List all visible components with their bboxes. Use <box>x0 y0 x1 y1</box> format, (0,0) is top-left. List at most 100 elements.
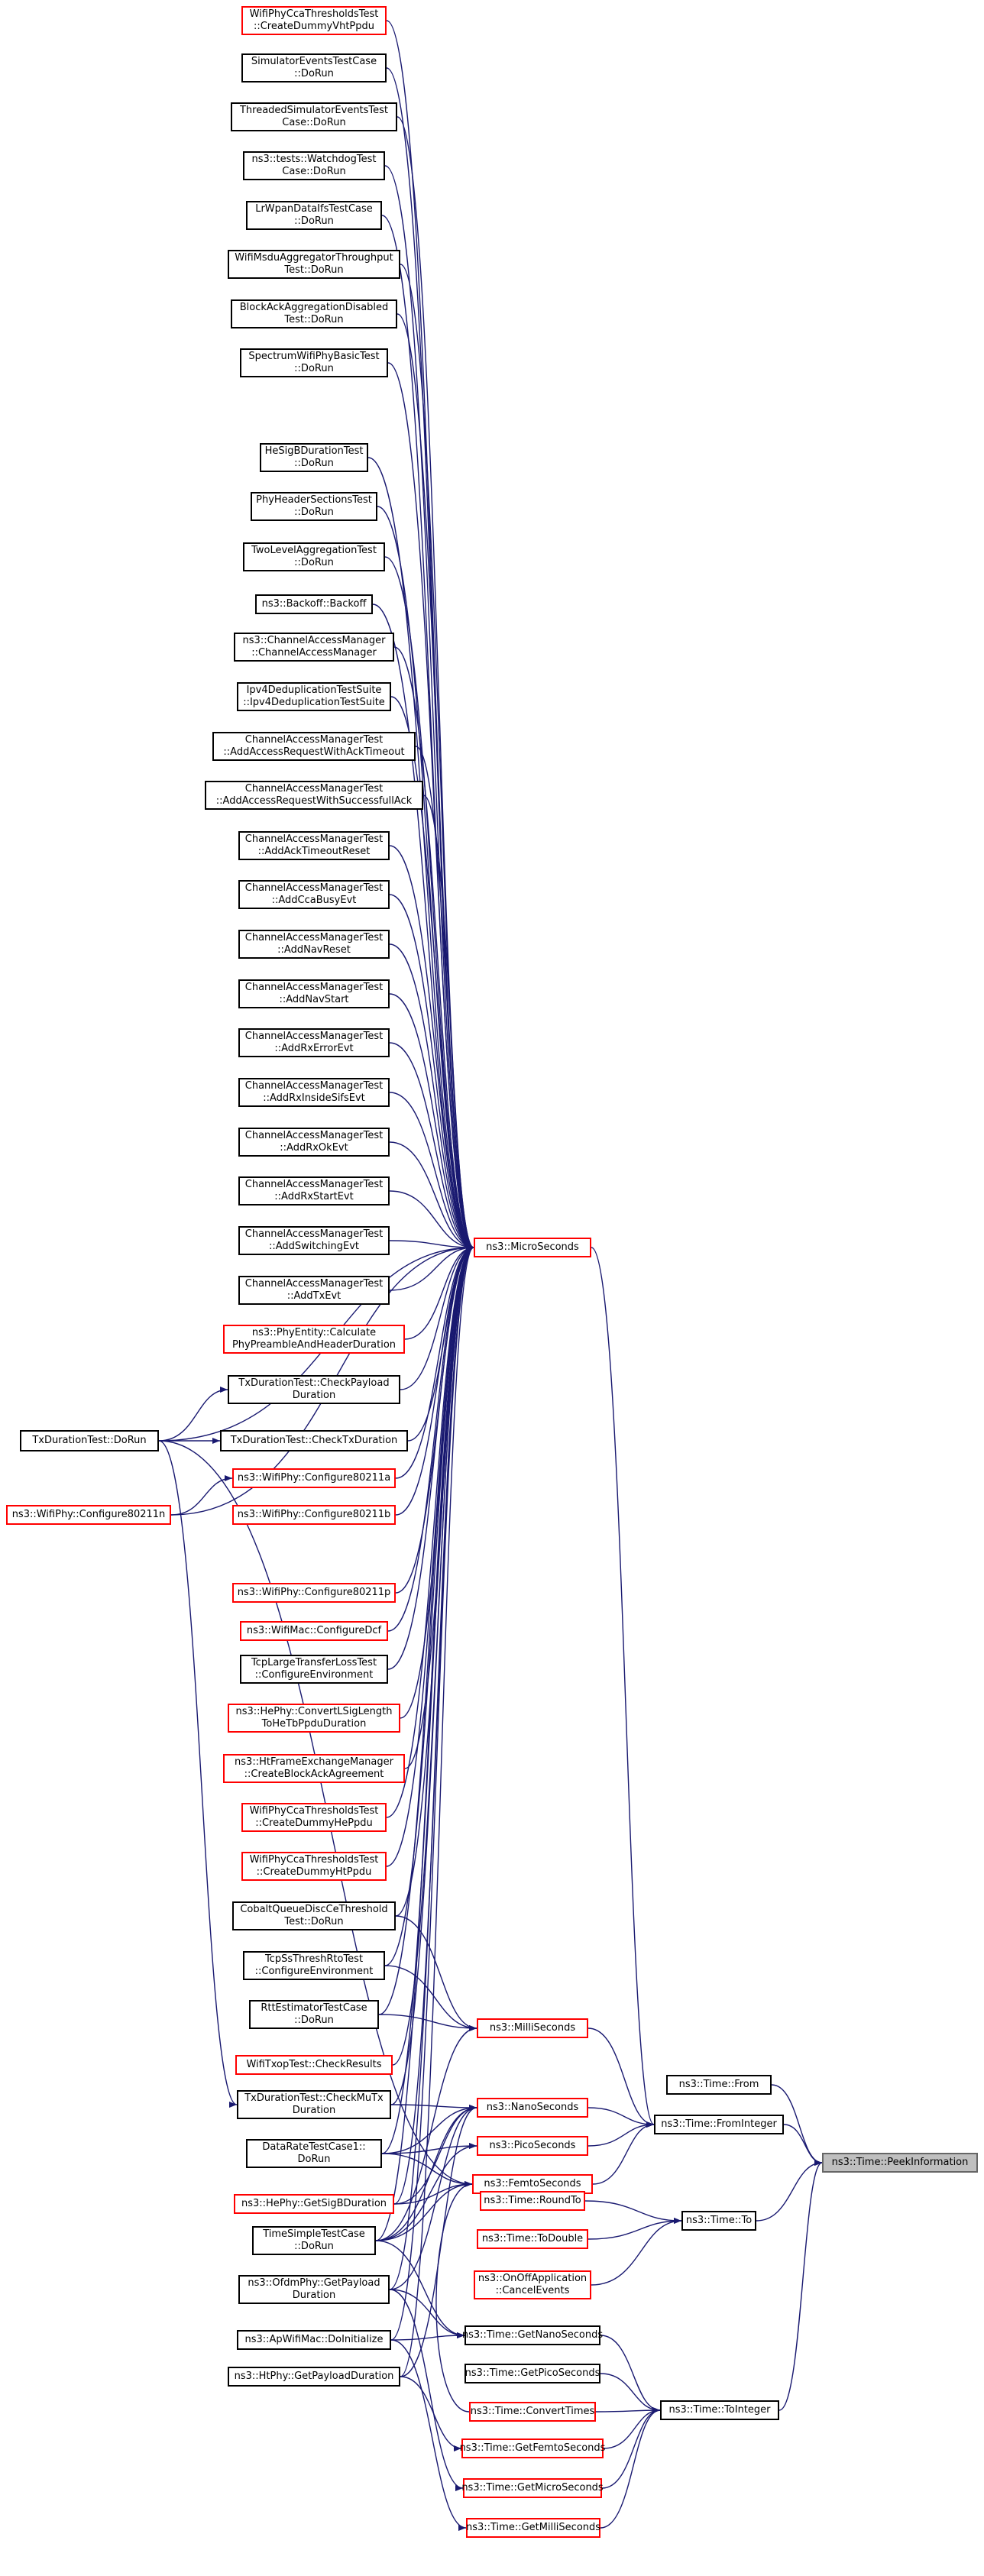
node-configure-80211p[interactable]: ns3::WifiPhy::Configure80211p <box>232 1583 396 1603</box>
node-label-line: ::AddRxStartEvt <box>274 1191 354 1202</box>
node-label-line: ns3::PicoSeconds <box>489 2140 576 2151</box>
node-cam-rx-start[interactable]: ChannelAccessManagerTest::AddRxStartEvt <box>238 1176 390 1205</box>
node-label-line: ns3::Time::GetNanoSeconds <box>461 2329 604 2341</box>
node-tx-duration-do-run[interactable]: TxDurationTest::DoRun <box>20 1430 159 1451</box>
node-get-femto-seconds[interactable]: ns3::Time::GetFemtoSeconds <box>460 2438 605 2458</box>
node-channel-access-manager[interactable]: ns3::ChannelAccessManager::ChannelAccess… <box>234 633 394 662</box>
node-configure-80211a[interactable]: ns3::WifiPhy::Configure80211a <box>232 1468 396 1488</box>
node-create-dummy-vht-ppdu[interactable]: WifiPhyCcaThresholdsTest::CreateDummyVht… <box>241 6 387 35</box>
call-edge-ap-wifi-mac-to-get-milli-seconds <box>390 2339 467 2531</box>
node-label-line: ::AddSwitchingEvt <box>268 1241 359 1252</box>
call-edge-cam-nav-reset-to-micro-seconds <box>389 943 474 1251</box>
node-pico-seconds[interactable]: ns3::PicoSeconds <box>477 2136 588 2156</box>
node-label-line: ChannelAccessManagerTest <box>244 1080 384 1092</box>
node-time-simple[interactable]: TimeSimpleTestCase::DoRun <box>252 2226 376 2255</box>
call-edge-spectrum-wifi-phy-to-micro-seconds <box>387 362 474 1251</box>
call-edge-cam-rx-error-to-micro-seconds <box>389 1042 474 1251</box>
node-get-micro-seconds[interactable]: ns3::Time::GetMicroSeconds <box>461 2478 604 2498</box>
node-convert-times[interactable]: ns3::Time::ConvertTimes <box>469 2402 596 2422</box>
node-data-rate[interactable]: DataRateTestCase1::DoRun <box>246 2139 382 2168</box>
node-label-line: ThreadedSimulatorEventsTest <box>239 105 389 116</box>
node-round-to[interactable]: ns3::Time::RoundTo <box>480 2191 585 2211</box>
node-backoff[interactable]: ns3::Backoff::Backoff <box>255 594 373 614</box>
node-label-line: ::AddAccessRequestWithAckTimeout <box>223 746 405 758</box>
call-edge-create-dummy-he-ppdu-to-micro-seconds <box>386 1244 474 1818</box>
node-label-line: WifiPhyCcaThresholdsTest <box>249 1805 379 1817</box>
node-tcp-ss-thresh[interactable]: TcpSsThreshRtoTest::ConfigureEnvironment <box>243 1951 385 1980</box>
node-cam-rx-ok[interactable]: ChannelAccessManagerTest::AddRxOkEvt <box>238 1128 390 1157</box>
node-he-sig-b[interactable]: HeSigBDurationTest::DoRun <box>260 443 368 472</box>
node-create-dummy-he-ppdu[interactable]: WifiPhyCcaThresholdsTest::CreateDummyHeP… <box>241 1803 387 1832</box>
node-tcp-large-transfer[interactable]: TcpLargeTransferLossTest::ConfigureEnvir… <box>240 1655 388 1684</box>
node-label-line: ChannelAccessManagerTest <box>244 1228 384 1240</box>
call-edge-micro-seconds-to-from-integer <box>591 1247 655 2128</box>
node-cam-rx-inside-sifs[interactable]: ChannelAccessManagerTest::AddRxInsideSif… <box>238 1078 390 1107</box>
node-lr-wpan-data-ifs[interactable]: LrWpanDataIfsTestCase::DoRun <box>246 201 382 230</box>
node-cam-cca-busy[interactable]: ChannelAccessManagerTest::AddCcaBusyEvt <box>238 880 390 909</box>
node-time-from[interactable]: ns3::Time::From <box>666 2075 772 2095</box>
call-edge-channel-access-manager-to-micro-seconds <box>393 646 474 1251</box>
node-micro-seconds[interactable]: ns3::MicroSeconds <box>474 1238 591 1257</box>
node-configure-80211n[interactable]: ns3::WifiPhy::Configure80211n <box>6 1505 171 1525</box>
node-label-line: ::DoRun <box>294 458 334 469</box>
node-cam-ack-timeout-reset[interactable]: ChannelAccessManagerTest::AddAckTimeoutR… <box>238 831 390 860</box>
node-wifi-txop[interactable]: WifiTxopTest::CheckResults <box>235 2055 393 2075</box>
node-he-phy-sig-b[interactable]: ns3::HePhy::GetSigBDuration <box>234 2194 394 2214</box>
node-label-line: ns3::WifiPhy::Configure80211b <box>237 1509 391 1520</box>
node-cam-switching[interactable]: ChannelAccessManagerTest::AddSwitchingEv… <box>238 1226 390 1255</box>
node-cam-nav-start[interactable]: ChannelAccessManagerTest::AddNavStart <box>238 979 390 1008</box>
node-ht-phy[interactable]: ns3::HtPhy::GetPayloadDuration <box>228 2367 400 2387</box>
node-label-line: ns3::ApWifiMac::DoInitialize <box>244 2334 384 2345</box>
node-on-off-cancel[interactable]: ns3::OnOffApplication::CancelEvents <box>474 2270 591 2299</box>
node-nano-seconds[interactable]: ns3::NanoSeconds <box>477 2098 588 2118</box>
node-get-pico-seconds[interactable]: ns3::Time::GetPicoSeconds <box>464 2364 600 2383</box>
node-create-dummy-ht-ppdu[interactable]: WifiPhyCcaThresholdsTest::CreateDummyHtP… <box>241 1852 387 1881</box>
call-edge-tx-duration-do-run-to-check-mu-tx <box>158 1440 238 2108</box>
node-label-line: Test::DoRun <box>284 1916 344 1927</box>
node-milli-seconds[interactable]: ns3::MilliSeconds <box>477 2018 588 2038</box>
node-simulator-events[interactable]: SimulatorEventsTestCase::DoRun <box>241 53 387 83</box>
node-ap-wifi-mac[interactable]: ns3::ApWifiMac::DoInitialize <box>237 2330 391 2350</box>
node-cam-tx[interactable]: ChannelAccessManagerTest::AddTxEvt <box>238 1276 390 1305</box>
node-label-line: ::Ipv4DeduplicationTestSuite <box>243 697 385 708</box>
node-configure-dcf[interactable]: ns3::WifiMac::ConfigureDcf <box>240 1621 388 1641</box>
node-cam-rx-error[interactable]: ChannelAccessManagerTest::AddRxErrorEvt <box>238 1028 390 1057</box>
node-label-line: ChannelAccessManagerTest <box>244 1031 384 1042</box>
node-to-double[interactable]: ns3::Time::ToDouble <box>477 2229 588 2249</box>
node-label-line: ::AddNavReset <box>277 944 351 956</box>
call-edge-get-micro-seconds-to-to-integer <box>601 2407 661 2489</box>
node-time-to[interactable]: ns3::Time::To <box>681 2211 756 2231</box>
call-edge-cam-ack-timeout-reset-to-micro-seconds <box>389 845 474 1251</box>
node-to-integer[interactable]: ns3::Time::ToInteger <box>660 2400 779 2420</box>
node-label-line: ns3::Time::GetMilliSeconds <box>465 2522 601 2533</box>
node-label-line: ns3::WifiPhy::Configure80211n <box>11 1509 166 1520</box>
call-edge-time-simple-to-get-nano-seconds <box>375 2240 465 2338</box>
node-configure-80211b[interactable]: ns3::WifiPhy::Configure80211b <box>232 1505 396 1525</box>
node-ht-frame-exchange[interactable]: ns3::HtFrameExchangeManager::CreateBlock… <box>223 1754 405 1783</box>
node-cam-nav-reset[interactable]: ChannelAccessManagerTest::AddNavReset <box>238 930 390 959</box>
node-from-integer[interactable]: ns3::Time::FromInteger <box>654 2115 784 2134</box>
node-spectrum-wifi-phy[interactable]: SpectrumWifiPhyBasicTest::DoRun <box>240 348 388 377</box>
call-edge-check-payload-to-micro-seconds <box>400 1244 474 1390</box>
node-phy-header-sections[interactable]: PhyHeaderSectionsTest::DoRun <box>251 492 377 521</box>
node-check-tx-duration[interactable]: TxDurationTest::CheckTxDuration <box>220 1430 408 1451</box>
node-label-line: SpectrumWifiPhyBasicTest <box>248 351 380 362</box>
node-cam-successful-ack[interactable]: ChannelAccessManagerTest::AddAccessReque… <box>205 781 423 810</box>
node-label-line: ns3::Time::ToInteger <box>668 2404 771 2416</box>
node-ipv-4-dedup[interactable]: Ipv4DeduplicationTestSuite::Ipv4Deduplic… <box>237 682 391 711</box>
node-get-milli-seconds[interactable]: ns3::Time::GetMilliSeconds <box>466 2518 600 2538</box>
node-cam-ack-timeout[interactable]: ChannelAccessManagerTest::AddAccessReque… <box>212 732 416 761</box>
node-rtt-estimator[interactable]: RttEstimatorTestCase::DoRun <box>249 2000 379 2029</box>
node-get-nano-seconds[interactable]: ns3::Time::GetNanoSeconds <box>461 2325 604 2345</box>
node-two-level-aggregation[interactable]: TwoLevelAggregationTest::DoRun <box>243 542 385 571</box>
